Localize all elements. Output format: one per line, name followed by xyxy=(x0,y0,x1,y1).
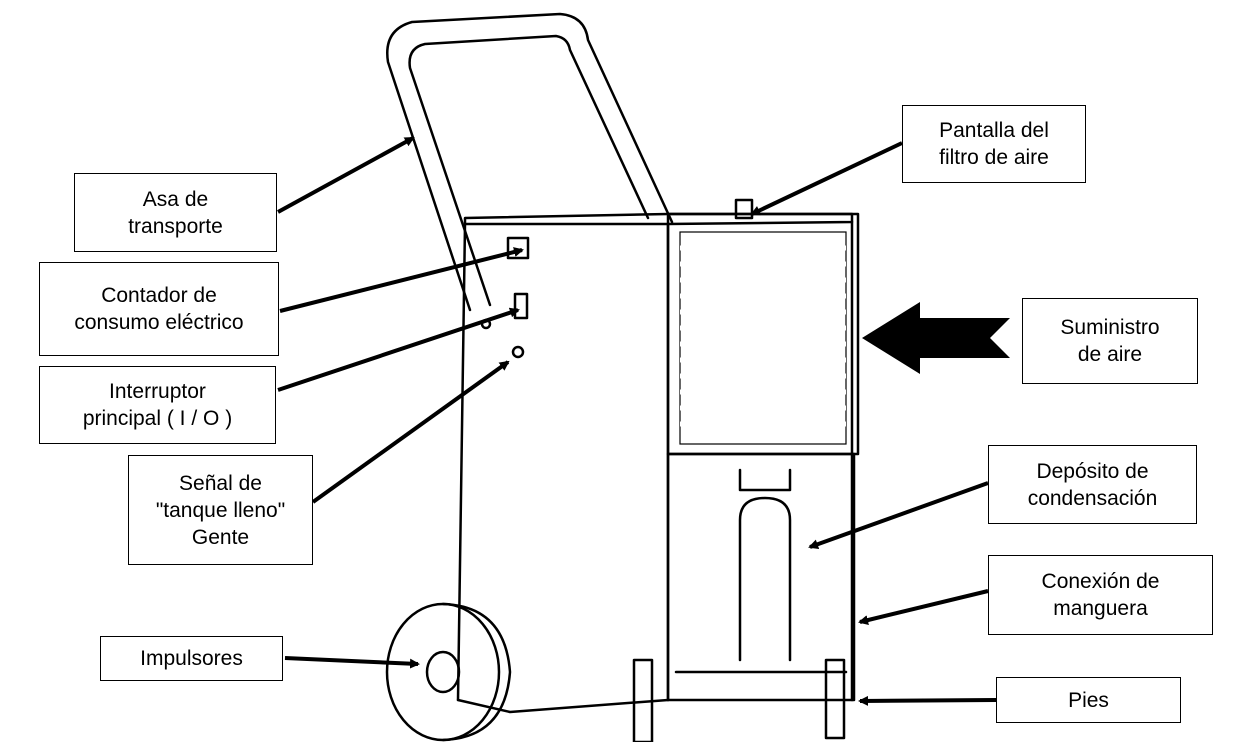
wheel-inner xyxy=(425,650,461,694)
arrow-impellers xyxy=(284,656,420,669)
callout-air-filter-screen: Pantalla del filtro de aire xyxy=(902,105,1086,183)
arrow-carry-handle xyxy=(277,136,415,214)
callout-impellers: Impulsores xyxy=(100,636,283,681)
callout-main-switch: Interruptor principal ( I / O ) xyxy=(39,366,276,444)
handle-inner xyxy=(408,34,650,307)
callout-carry-handle: Asa de transporte xyxy=(74,173,277,252)
arrow-power-meter xyxy=(279,247,524,313)
power-meter-slot xyxy=(506,236,530,260)
arrow-condensate-tank xyxy=(808,481,989,549)
filter-tab xyxy=(734,198,754,220)
wheel-outer xyxy=(385,602,501,742)
body-top xyxy=(463,212,854,226)
grille-slots xyxy=(679,231,847,445)
arrow-main-switch xyxy=(277,307,520,392)
body-bottom xyxy=(456,698,670,714)
air-supply-arrow xyxy=(862,302,1010,374)
foot-right xyxy=(824,658,846,740)
wheel-tread xyxy=(441,602,512,742)
callout-feet: Pies xyxy=(996,677,1181,723)
tank-frame xyxy=(666,452,856,702)
switch-slot xyxy=(513,292,529,320)
callout-air-supply: Suministro de aire xyxy=(1022,298,1198,384)
tank-window xyxy=(738,496,792,662)
callout-tank-full-signal: Señal de "tanque lleno" Gente xyxy=(128,455,313,565)
arrow-feet xyxy=(858,695,997,706)
callout-condensate-tank: Depósito de condensación xyxy=(988,445,1197,524)
foot-left xyxy=(632,658,654,742)
signal-light xyxy=(511,345,525,359)
tank-lip xyxy=(738,468,792,492)
arrow-hose-connection xyxy=(858,589,989,625)
callout-power-meter: Contador de consumo eléctrico xyxy=(39,262,279,356)
body-left-side xyxy=(456,222,467,702)
callout-hose-connection: Conexión de manguera xyxy=(988,555,1213,635)
arrow-tank-full xyxy=(311,360,510,504)
arrow-filter-screen xyxy=(750,141,903,216)
handle-outer xyxy=(386,12,674,312)
